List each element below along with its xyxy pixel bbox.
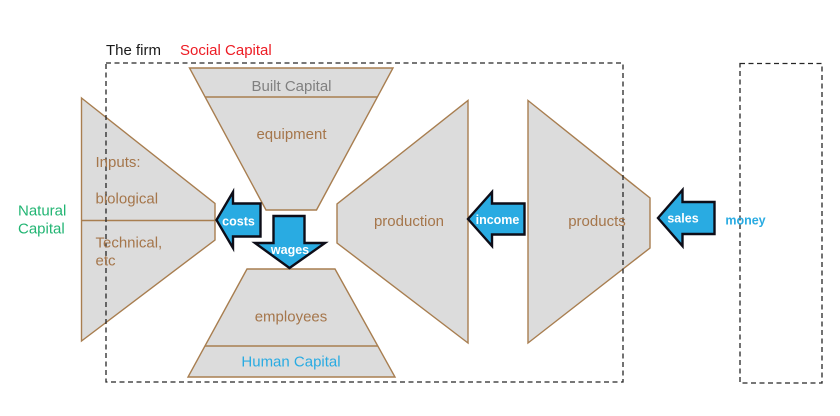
equipment-label: equipment	[256, 126, 327, 143]
costs-arrow	[215, 187, 262, 253]
products-label: products	[568, 213, 626, 230]
inputs-heading-label: Inputs:	[96, 154, 141, 171]
market-boundary-box	[739, 62, 823, 384]
employees-label: employees	[255, 309, 328, 326]
wages-arrow	[251, 214, 329, 270]
etc-label: etc	[96, 253, 117, 270]
employees-trapezoid	[186, 268, 397, 378]
income-arrow-label: income	[476, 213, 520, 227]
social-capital-label: Social Capital	[180, 42, 272, 59]
products-shape	[527, 99, 651, 345]
natural-capital-label-line2: Capital	[18, 221, 65, 238]
biological-label: biological	[96, 191, 159, 208]
production-label: production	[374, 213, 444, 230]
sales-arrow-label: sales	[667, 212, 698, 226]
money-label: money	[725, 214, 765, 228]
inputs-shape	[80, 96, 216, 343]
technical-label: Technical,	[96, 235, 163, 252]
firm-boundary-box	[105, 62, 624, 383]
production-shape	[336, 99, 469, 345]
income-arrow	[466, 188, 526, 250]
equipment-funnel	[188, 67, 395, 211]
human-capital-label: Human Capital	[241, 354, 340, 371]
costs-arrow-label: costs	[222, 215, 255, 229]
natural-capital-label-line1: Natural	[18, 203, 66, 220]
built-capital-label: Built Capital	[251, 78, 331, 95]
wages-arrow-label: wages	[270, 243, 309, 257]
sales-arrow	[656, 186, 716, 250]
firm-title: The firm	[106, 42, 161, 59]
